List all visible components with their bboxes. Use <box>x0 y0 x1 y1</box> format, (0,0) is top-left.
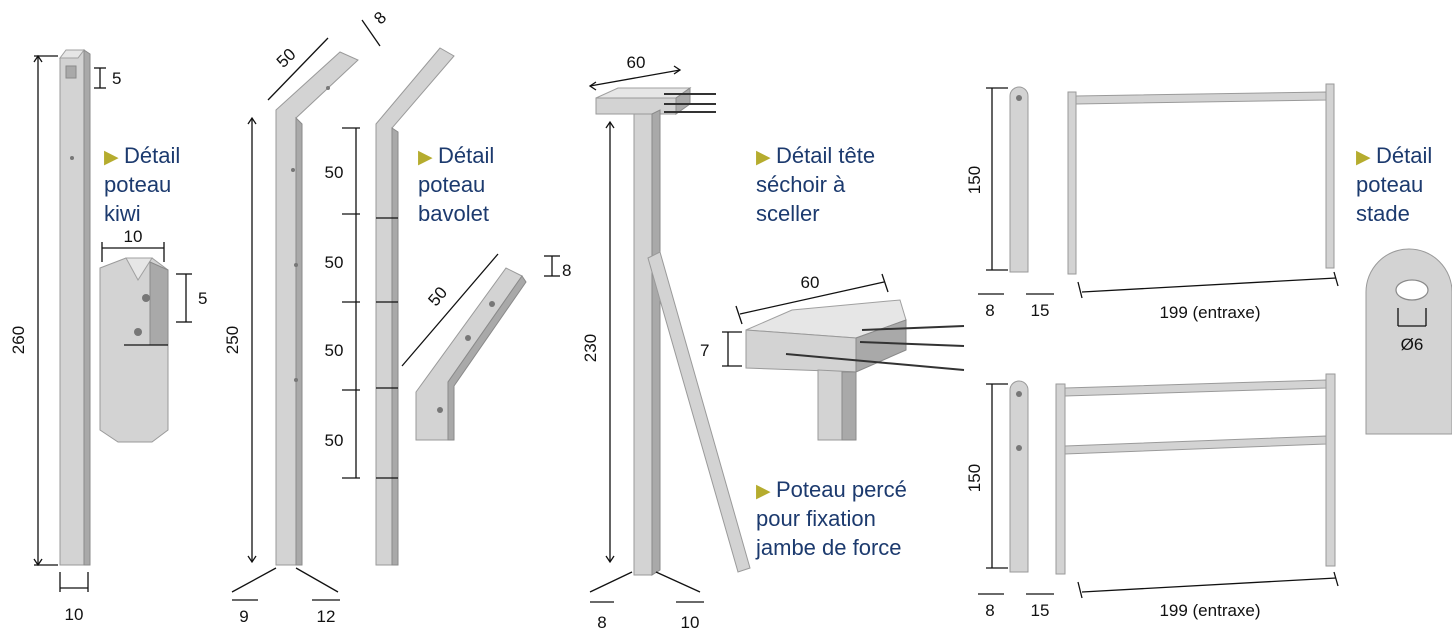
svg-text:▶: ▶ <box>418 147 433 168</box>
stade-bottom-base-b-label: 15 <box>1031 601 1050 620</box>
stade-top-frame-left <box>1067 91 1077 275</box>
bavolet-caption-line2: poteau <box>418 172 485 197</box>
stade-top-base-b-label: 15 <box>1031 301 1050 320</box>
sechoir-base-a-label: 8 <box>597 613 606 628</box>
bavolet-detail-arm-label: 50 <box>424 283 451 310</box>
stade-bottom-post <box>1009 380 1029 573</box>
sechoir-caption-line2: séchoir à <box>756 172 846 197</box>
sechoir-detail-head <box>745 329 857 373</box>
jambe-caption-line3: jambe de force <box>755 535 902 560</box>
bavolet-base-a-label: 9 <box>239 607 248 626</box>
sechoir-detail-thick-label: 7 <box>700 341 709 360</box>
kiwi-caption-line1: Détail <box>124 143 180 168</box>
bavolet-caption-line1: Détail <box>438 143 494 168</box>
sechoir-brace <box>647 251 751 573</box>
svg-text:▶: ▶ <box>756 147 771 168</box>
kiwi-post-group: 260 5 10 10 5 ▶ Détail poteau kiwi <box>9 49 207 624</box>
bavolet-seg4-label: 50 <box>325 431 344 450</box>
kiwi-width-label: 10 <box>65 605 84 624</box>
sechoir-caption-line1: Détail tête <box>776 143 875 168</box>
stade-bottom-span-label: 199 (entraxe) <box>1159 601 1260 620</box>
kiwi-detail-width-label: 10 <box>124 227 143 246</box>
stade-caption-line2: poteau <box>1356 172 1423 197</box>
sechoir-post <box>633 113 653 576</box>
stade-detail-group: Ø6 ▶ Détail poteau stade <box>1356 143 1452 435</box>
bavolet-detail-thick-label: 8 <box>562 261 571 280</box>
bavolet-seg3-label: 50 <box>325 341 344 360</box>
sechoir-caption-line3: sceller <box>756 201 820 226</box>
stade-bottom-rail-upper <box>1064 379 1327 397</box>
stade-caption-line3: stade <box>1356 201 1410 226</box>
jambe-caption-line1: Poteau percé <box>776 477 907 502</box>
stade-bottom-rail-lower <box>1064 435 1327 455</box>
bavolet-seg2-label: 50 <box>325 253 344 272</box>
stade-bottom-frame-left <box>1055 383 1066 575</box>
kiwi-detail-notch-label: 5 <box>198 289 207 308</box>
stade-caption-line1: Détail <box>1376 143 1432 168</box>
stade-bottom-group: 150 8 15 199 (entraxe) <box>965 373 1339 620</box>
svg-text:▶: ▶ <box>756 481 771 502</box>
stade-top-frame-right <box>1325 83 1335 269</box>
stade-top-base-a-label: 8 <box>985 301 994 320</box>
stade-top-span-label: 199 (entraxe) <box>1159 303 1260 322</box>
stade-bottom-height-label: 150 <box>965 464 984 492</box>
stade-bottom-base-a-label: 8 <box>985 601 994 620</box>
stade-top-height-label: 150 <box>965 166 984 194</box>
kiwi-notch-label: 5 <box>112 69 121 88</box>
svg-text:▶: ▶ <box>104 147 119 168</box>
stade-hole-label: Ø6 <box>1401 335 1424 354</box>
jambe-caption-line2: pour fixation <box>756 506 876 531</box>
bavolet-post-group: 50 8 250 9 12 50 50 50 50 <box>223 8 571 626</box>
svg-text:▶: ▶ <box>1356 147 1371 168</box>
stade-top-rail <box>1075 91 1327 105</box>
stade-top-group: 150 8 15 199 (entraxe) <box>965 83 1339 322</box>
kiwi-height-label: 260 <box>9 326 28 354</box>
bavolet-caption-line3: bavolet <box>418 201 489 226</box>
kiwi-post <box>59 49 85 566</box>
bavolet-post <box>275 51 359 566</box>
sechoir-base-b-label: 10 <box>681 613 700 628</box>
sechoir-height-label: 230 <box>581 334 600 362</box>
stade-bottom-frame-right <box>1325 373 1336 567</box>
stade-detail-hole <box>1395 279 1429 301</box>
stade-top-post <box>1009 86 1029 273</box>
sechoir-detail-head-label: 60 <box>801 273 820 292</box>
bavolet-base-b-label: 12 <box>317 607 336 626</box>
sechoir-head-label: 60 <box>627 53 646 72</box>
bavolet-arm-label: 50 <box>273 45 300 72</box>
bavolet-segment-post <box>375 47 455 566</box>
bavolet-seg1-label: 50 <box>325 163 344 182</box>
stade-detail-post <box>1365 248 1452 435</box>
bavolet-thick-label: 8 <box>370 8 390 28</box>
sechoir-post-group: 60 230 8 10 60 7 ▶ Détail tête séchoir <box>581 53 965 632</box>
bavolet-height-label: 250 <box>223 326 242 354</box>
kiwi-caption-line3: kiwi <box>104 201 141 226</box>
kiwi-caption-line2: poteau <box>104 172 171 197</box>
